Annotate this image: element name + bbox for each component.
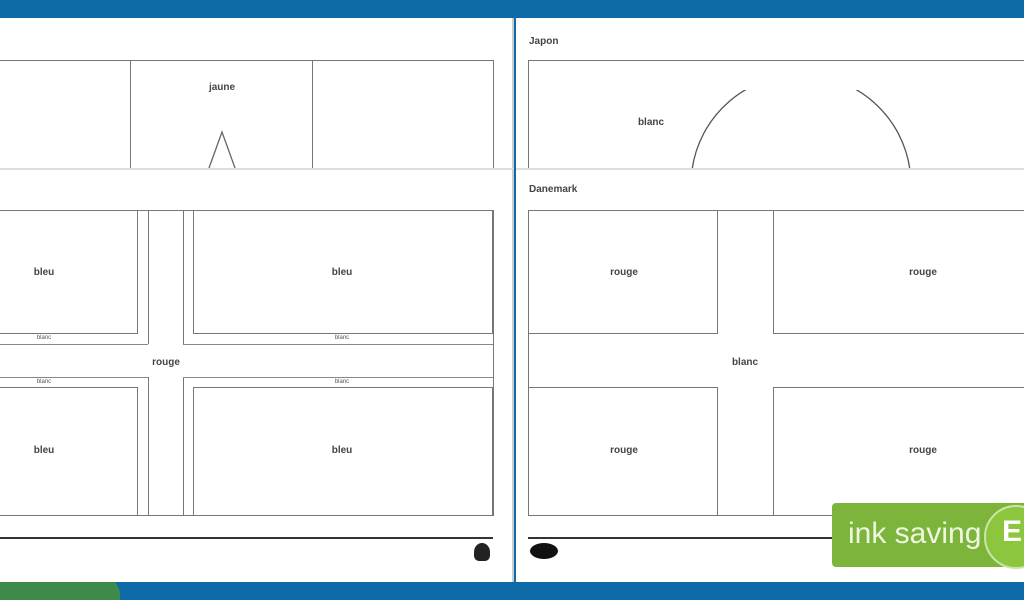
- color-label: bleu: [331, 267, 353, 278]
- quadrant-bottom-left: [528, 387, 718, 516]
- color-label: bleu: [331, 445, 353, 456]
- divider: [183, 377, 493, 378]
- divider: [0, 377, 148, 378]
- circle-outline: [691, 90, 911, 170]
- flag-outline-top-left: [0, 60, 494, 170]
- color-label: blanc: [36, 379, 52, 385]
- logo-icon: [474, 543, 490, 561]
- quadrant-top-left: [0, 210, 138, 334]
- badge-text: ink saving: [848, 517, 982, 550]
- quadrant-bottom-right: [193, 387, 493, 516]
- flag-outline-japan: [528, 60, 1024, 170]
- top-banner: [0, 0, 1024, 18]
- color-label: blanc: [731, 357, 759, 368]
- footer-line: [0, 537, 493, 539]
- ink-saving-badge: ink saving E: [832, 503, 1024, 569]
- divider: [0, 344, 148, 345]
- quadrant-top-right: [193, 210, 493, 334]
- color-label: blanc: [36, 335, 52, 341]
- divider: [148, 377, 149, 515]
- triangle-outline: [208, 130, 236, 169]
- color-label: rouge: [909, 445, 937, 456]
- divider: [312, 60, 313, 168]
- divider: [183, 210, 184, 344]
- bottom-banner: [0, 580, 1024, 600]
- divider: [148, 210, 149, 344]
- quadrant-top-right: [773, 210, 1024, 334]
- left-worksheet-lower: [0, 168, 514, 582]
- color-label: bleu: [33, 445, 55, 456]
- logo-icon: [530, 543, 558, 559]
- color-label: bleu: [33, 267, 55, 278]
- quadrant-top-left: [528, 210, 718, 334]
- sheet-title: Danemark: [529, 184, 578, 195]
- quadrant-bottom-left: [0, 387, 138, 516]
- color-label: blanc: [334, 335, 350, 341]
- divider: [130, 60, 131, 168]
- badge-letter: E: [1002, 515, 1023, 548]
- footer-line: [528, 537, 838, 539]
- color-label: rouge: [152, 357, 180, 368]
- divider: [183, 377, 184, 515]
- color-label: jaune: [208, 82, 236, 93]
- sheet-title: Japon: [529, 36, 559, 47]
- color-label: rouge: [610, 267, 638, 278]
- color-label: blanc: [637, 117, 665, 128]
- quadrant-bottom-right: [773, 387, 1024, 516]
- color-label: blanc: [334, 379, 350, 385]
- divider: [183, 344, 493, 345]
- color-label: rouge: [909, 267, 937, 278]
- color-label: rouge: [610, 445, 638, 456]
